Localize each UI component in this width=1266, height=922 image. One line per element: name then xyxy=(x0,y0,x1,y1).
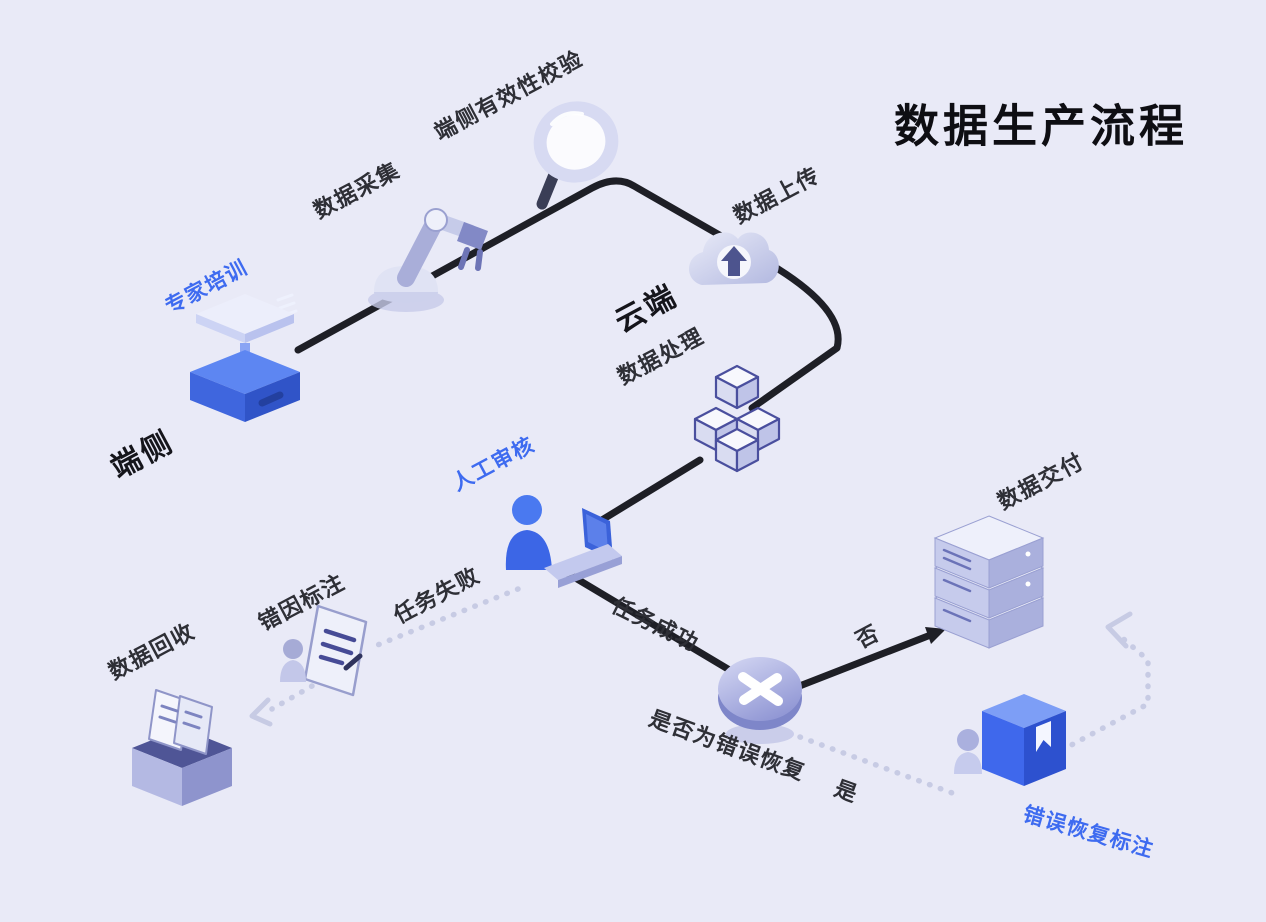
edge-processing-review xyxy=(593,456,704,527)
cloud-upload-icon xyxy=(682,205,782,305)
edge-yes-recovery xyxy=(797,734,958,797)
human-review-icon xyxy=(494,482,622,604)
data-processing-cubes-icon xyxy=(678,362,796,477)
data-recycle-box-icon xyxy=(122,678,242,810)
error-cause-annotation-icon xyxy=(278,592,383,712)
expert-training-icon xyxy=(182,272,308,424)
edge-annotation-recycle xyxy=(269,683,315,712)
data-delivery-server-icon xyxy=(928,502,1050,652)
edge-recovery-delivery xyxy=(1059,633,1151,753)
edge-review-decision xyxy=(553,563,757,688)
decision-disc-icon xyxy=(712,642,808,748)
recovery-annotation-book-icon xyxy=(948,680,1078,808)
robot-arm-icon xyxy=(352,172,500,317)
validation-magnifier-icon xyxy=(512,96,627,216)
edge-task-failed xyxy=(367,586,521,651)
arrowhead-recycle xyxy=(249,697,273,727)
arrowhead-recovery-delivery xyxy=(1105,611,1133,649)
page-title: 数据生产流程 xyxy=(893,99,1189,153)
edge-decision-delivery xyxy=(793,632,932,691)
arrowhead-delivery xyxy=(925,627,946,644)
